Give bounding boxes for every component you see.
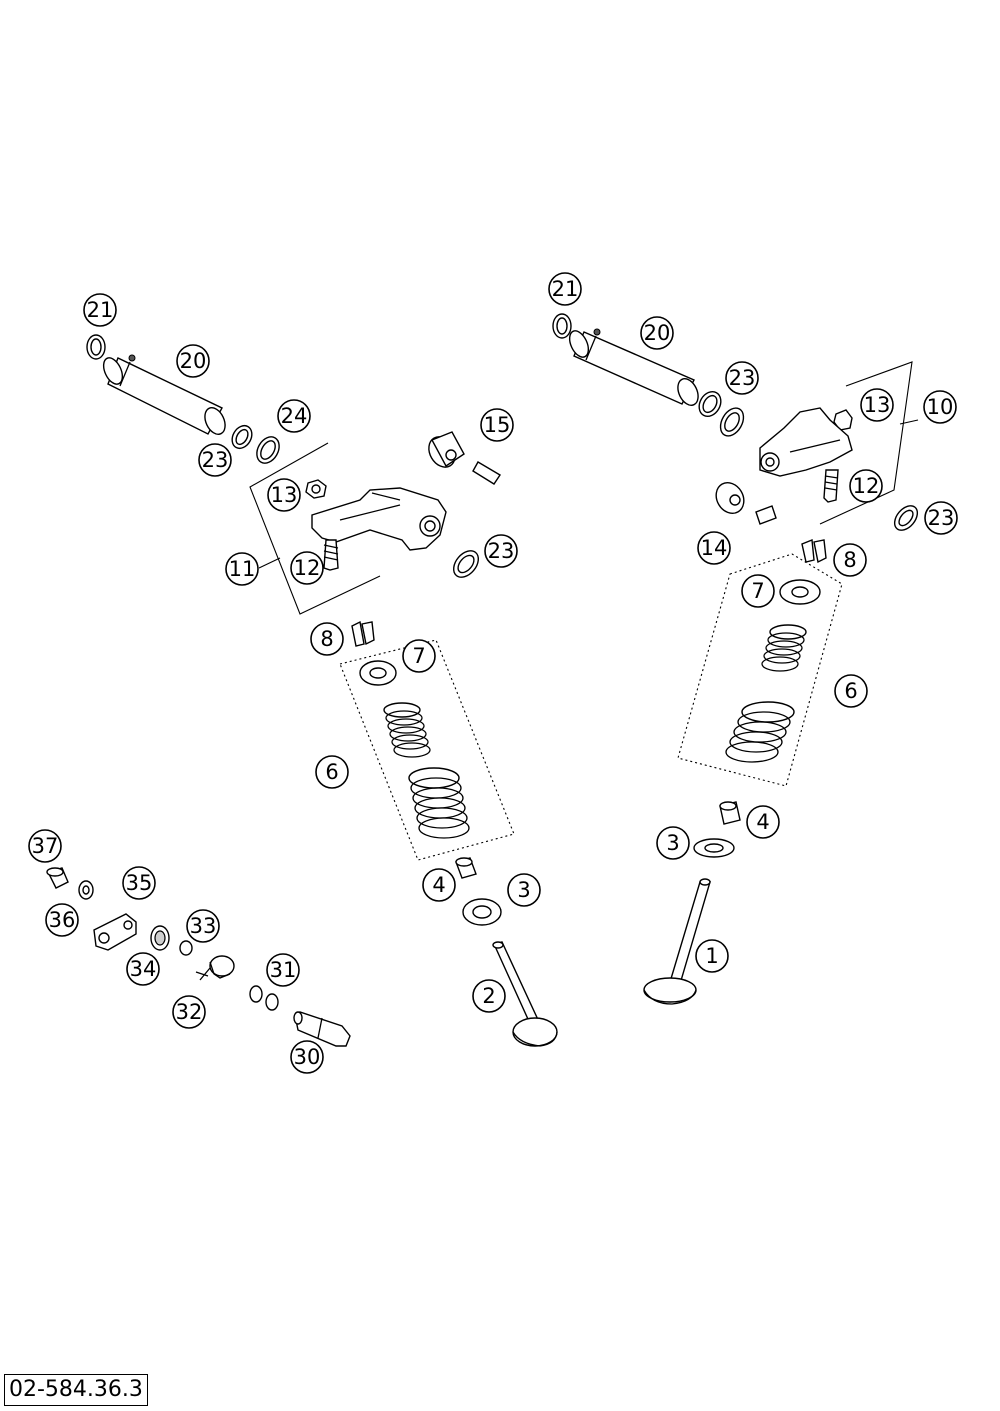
svg-text:13: 13 <box>271 483 298 507</box>
svg-text:12: 12 <box>294 556 321 580</box>
svg-text:7: 7 <box>751 579 764 603</box>
callout-8-right: 8 <box>833 543 867 577</box>
callout-13-left: 13 <box>267 478 301 512</box>
svg-text:37: 37 <box>32 834 59 858</box>
svg-text:21: 21 <box>87 298 114 322</box>
callout-24-left: 24 <box>277 399 311 433</box>
callout-34: 34 <box>126 952 160 986</box>
callout-20-right: 20 <box>640 316 674 350</box>
callout-10-right: 10 <box>923 390 957 424</box>
callout-23-left-upper: 23 <box>198 443 232 477</box>
callout-3-right: 3 <box>656 826 690 860</box>
callout-2: 2 <box>472 979 506 1013</box>
svg-text:8: 8 <box>320 627 333 651</box>
svg-text:6: 6 <box>844 679 857 703</box>
callout-23-left-lower: 23 <box>484 534 518 568</box>
svg-text:1: 1 <box>705 944 718 968</box>
callout-11-left: 11 <box>225 552 259 586</box>
left-rocker-arm-group <box>249 431 501 615</box>
svg-text:2: 2 <box>482 984 495 1008</box>
callout-30: 30 <box>290 1040 324 1074</box>
callout-32: 32 <box>172 995 206 1029</box>
svg-text:23: 23 <box>202 448 229 472</box>
callout-36: 36 <box>45 903 79 937</box>
svg-text:35: 35 <box>126 871 153 895</box>
svg-text:6: 6 <box>325 760 338 784</box>
callout-33: 33 <box>186 909 220 943</box>
callout-13-right: 13 <box>860 388 894 422</box>
callout-12-right: 12 <box>849 469 883 503</box>
svg-text:36: 36 <box>49 908 76 932</box>
svg-text:8: 8 <box>843 548 856 572</box>
svg-text:21: 21 <box>552 277 579 301</box>
svg-text:4: 4 <box>756 810 769 834</box>
svg-text:14: 14 <box>701 536 728 560</box>
right-rocker-shaft <box>552 313 745 437</box>
callout-14-right: 14 <box>697 531 731 565</box>
svg-text:12: 12 <box>853 474 880 498</box>
right-rocker-arm-group <box>715 361 919 531</box>
svg-text:15: 15 <box>484 413 511 437</box>
svg-text:3: 3 <box>666 831 679 855</box>
svg-text:20: 20 <box>644 321 671 345</box>
callout-12-left: 12 <box>290 551 324 585</box>
callout-21-right: 21 <box>548 272 582 306</box>
drawing-number-label: 02-584.36.3 <box>4 1374 148 1406</box>
left-valve-group <box>339 620 558 1047</box>
svg-text:32: 32 <box>176 1000 203 1024</box>
svg-text:10: 10 <box>927 395 954 419</box>
callout-6-right: 6 <box>834 674 868 708</box>
svg-text:7: 7 <box>412 644 425 668</box>
callout-20-left: 20 <box>176 344 210 378</box>
svg-text:11: 11 <box>229 557 256 581</box>
callout-15-left: 15 <box>480 408 514 442</box>
callout-23-right-lower: 23 <box>924 501 958 535</box>
callout-4-right: 4 <box>746 805 780 839</box>
left-rocker-shaft <box>86 334 280 464</box>
svg-text:3: 3 <box>517 878 530 902</box>
callout-3-left: 3 <box>507 873 541 907</box>
svg-text:34: 34 <box>130 957 157 981</box>
right-valve-group <box>643 539 843 1005</box>
callout-23-right-upper: 23 <box>725 361 759 395</box>
callout-8-left: 8 <box>310 622 344 656</box>
svg-text:24: 24 <box>281 404 308 428</box>
svg-text:23: 23 <box>488 539 515 563</box>
callout-31: 31 <box>266 953 300 987</box>
svg-text:31: 31 <box>270 958 297 982</box>
svg-text:13: 13 <box>864 393 891 417</box>
svg-text:20: 20 <box>180 349 207 373</box>
svg-text:23: 23 <box>729 366 756 390</box>
callout-1: 1 <box>695 939 729 973</box>
svg-text:23: 23 <box>928 506 955 530</box>
callout-7-right: 7 <box>741 574 775 608</box>
timing-small-parts <box>46 867 351 1047</box>
callout-35: 35 <box>122 866 156 900</box>
svg-text:4: 4 <box>432 873 445 897</box>
callout-4-left: 4 <box>422 868 456 902</box>
callout-7-left: 7 <box>402 639 436 673</box>
callout-21-left: 21 <box>83 293 117 327</box>
svg-text:30: 30 <box>294 1045 321 1069</box>
callout-6-left: 6 <box>315 755 349 789</box>
callout-37: 37 <box>28 829 62 863</box>
svg-text:33: 33 <box>190 914 217 938</box>
